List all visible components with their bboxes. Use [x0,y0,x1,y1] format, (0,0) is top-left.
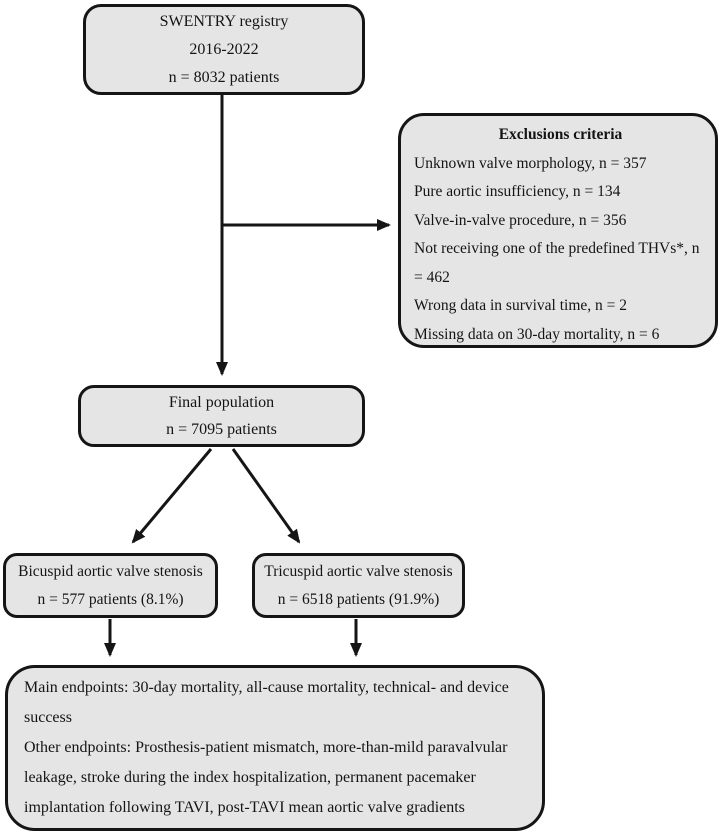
exclusion-item: Valve-in-valve procedure, n = 356 [414,211,627,229]
registry-title: SWENTRY registry [159,12,289,30]
endpoints-other-text: Other endpoints: Prosthesis-patient mism… [24,739,508,816]
registry-period: 2016-2022 [189,40,259,58]
connector-final-to-bicuspid [131,448,213,544]
exclusion-item: Pure aortic insufficiency, n = 134 [414,183,621,200]
endpoints-main-text: Main endpoints: 30-day mortality, all-ca… [24,679,509,726]
bicuspid-title: Bicuspid aortic valve stenosis [18,562,203,580]
node-endpoints: Main endpoints: 30-day mortality, all-ca… [5,665,545,831]
tricuspid-n: n = 6518 patients (91.9%) [277,590,440,608]
node-bicuspid-stenosis: Bicuspid aortic valve stenosis n = 577 p… [3,553,218,618]
bicuspid-n: n = 577 patients (8.1%) [37,590,184,608]
exclusion-item: Not receiving one of the predefined THVs… [414,240,700,286]
final-population-title: Final population [168,394,275,411]
connector-final-to-tricuspid [231,448,301,544]
node-exclusions-criteria: Exclusions criteria Unknown valve morpho… [398,113,718,348]
exclusions-title: Exclusions criteria [498,126,623,143]
exclusion-item: Unknown valve morphology, n = 357 [414,154,647,172]
registry-n: n = 8032 patients [168,68,280,86]
node-swentry-registry: SWENTRY registry 2016-2022 n = 8032 pati… [83,4,365,95]
tricuspid-title: Tricuspid aortic valve stenosis [264,562,453,580]
exclusion-item: Wrong data in survival time, n = 2 [414,297,628,314]
node-final-population: Final population n = 7095 patients [78,385,365,447]
node-tricuspid-stenosis: Tricuspid aortic valve stenosis n = 6518… [252,553,465,618]
final-population-n: n = 7095 patients [166,421,277,438]
exclusion-item: Missing data on 30-day mortality, n = 6 [414,325,660,343]
